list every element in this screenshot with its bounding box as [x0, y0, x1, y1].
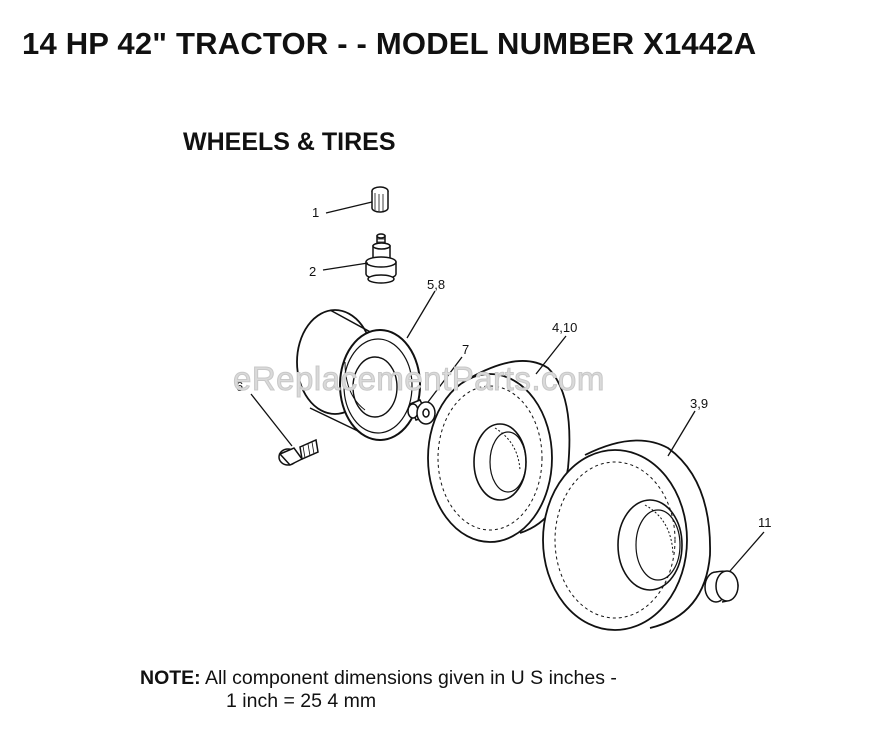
washer-icon[interactable]: [407, 399, 436, 425]
tire-icon[interactable]: [427, 360, 571, 543]
callout-7: 7: [462, 342, 469, 357]
page-title: 14 HP 42" TRACTOR - - MODEL NUMBER X1442…: [22, 26, 757, 61]
callout-6: 6: [236, 379, 243, 394]
bolt-icon[interactable]: [278, 438, 319, 466]
callout-5-8: 5,8: [427, 277, 445, 292]
hub-cap-icon[interactable]: [704, 570, 739, 603]
tire-icon[interactable]: [542, 439, 711, 631]
callout-2: 2: [309, 264, 316, 279]
note-line-2: 1 inch = 25 4 mm: [226, 690, 377, 712]
note-line-1: All component dimensions given in U S in…: [205, 667, 617, 689]
section-title: WHEELS & TIRES: [183, 128, 396, 156]
callout-11: 11: [758, 515, 772, 530]
dimension-note: NOTE: All component dimensions given in …: [140, 667, 617, 713]
callout-4-10: 4,10: [552, 320, 577, 335]
valve-stem-icon[interactable]: [365, 233, 397, 284]
cap-icon[interactable]: [371, 186, 389, 213]
wheel-rim-icon[interactable]: [296, 309, 421, 441]
callout-3-9: 3,9: [690, 396, 708, 411]
callout-1: 1: [312, 205, 319, 220]
watermark: eReplacementParts.com: [233, 360, 605, 398]
note-label: NOTE:: [140, 667, 201, 689]
